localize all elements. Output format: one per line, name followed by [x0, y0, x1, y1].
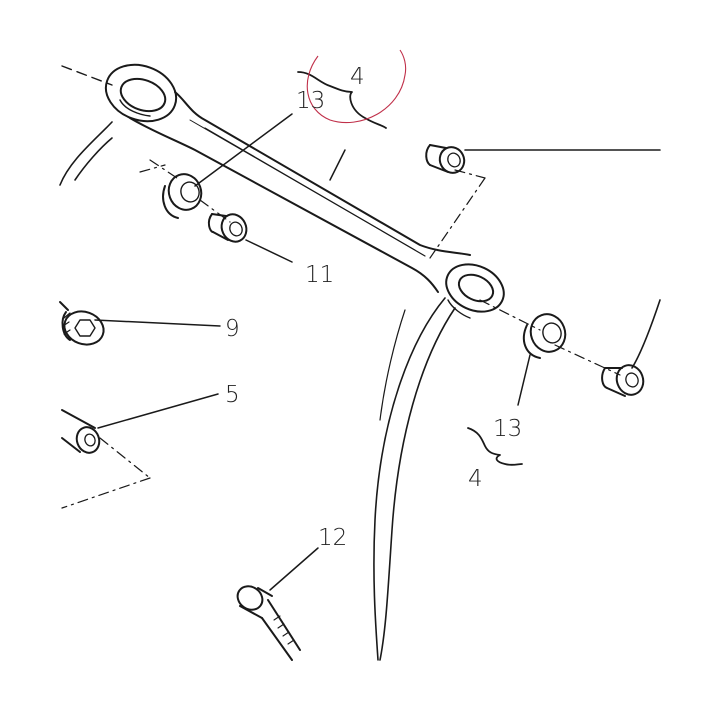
swingarm-outline [373, 297, 456, 661]
pin-5 [61, 409, 101, 454]
label-pin-5: 5 [225, 382, 240, 408]
label-nut-9: 9 [225, 316, 240, 342]
bolt-12 [236, 585, 301, 661]
highlight-circle [306, 49, 407, 124]
link-rod [104, 63, 505, 319]
label-group-4-bottom: 4 [468, 466, 483, 492]
label-bolt-12: 12 [318, 525, 347, 551]
collar-top-right [425, 144, 466, 174]
label-bushing-13-top: 13 [296, 88, 325, 114]
assembly-axis-lines [61, 159, 621, 509]
bushing-13-top [162, 173, 203, 219]
frame-outline-left [59, 65, 113, 186]
nut-9 [59, 301, 105, 346]
frame-outline-right [464, 149, 661, 369]
label-collar-11: 11 [305, 262, 334, 288]
collar-11 [207, 213, 248, 243]
collar-bottom-right [601, 364, 645, 397]
label-bushing-13-bottom: 13 [493, 416, 522, 442]
label-group-4-top: 4 [350, 64, 365, 90]
brace-group-top [297, 71, 387, 129]
bushing-13-bottom [522, 313, 567, 359]
leader-lines [94, 113, 531, 591]
brace-group-bottom [467, 427, 523, 466]
